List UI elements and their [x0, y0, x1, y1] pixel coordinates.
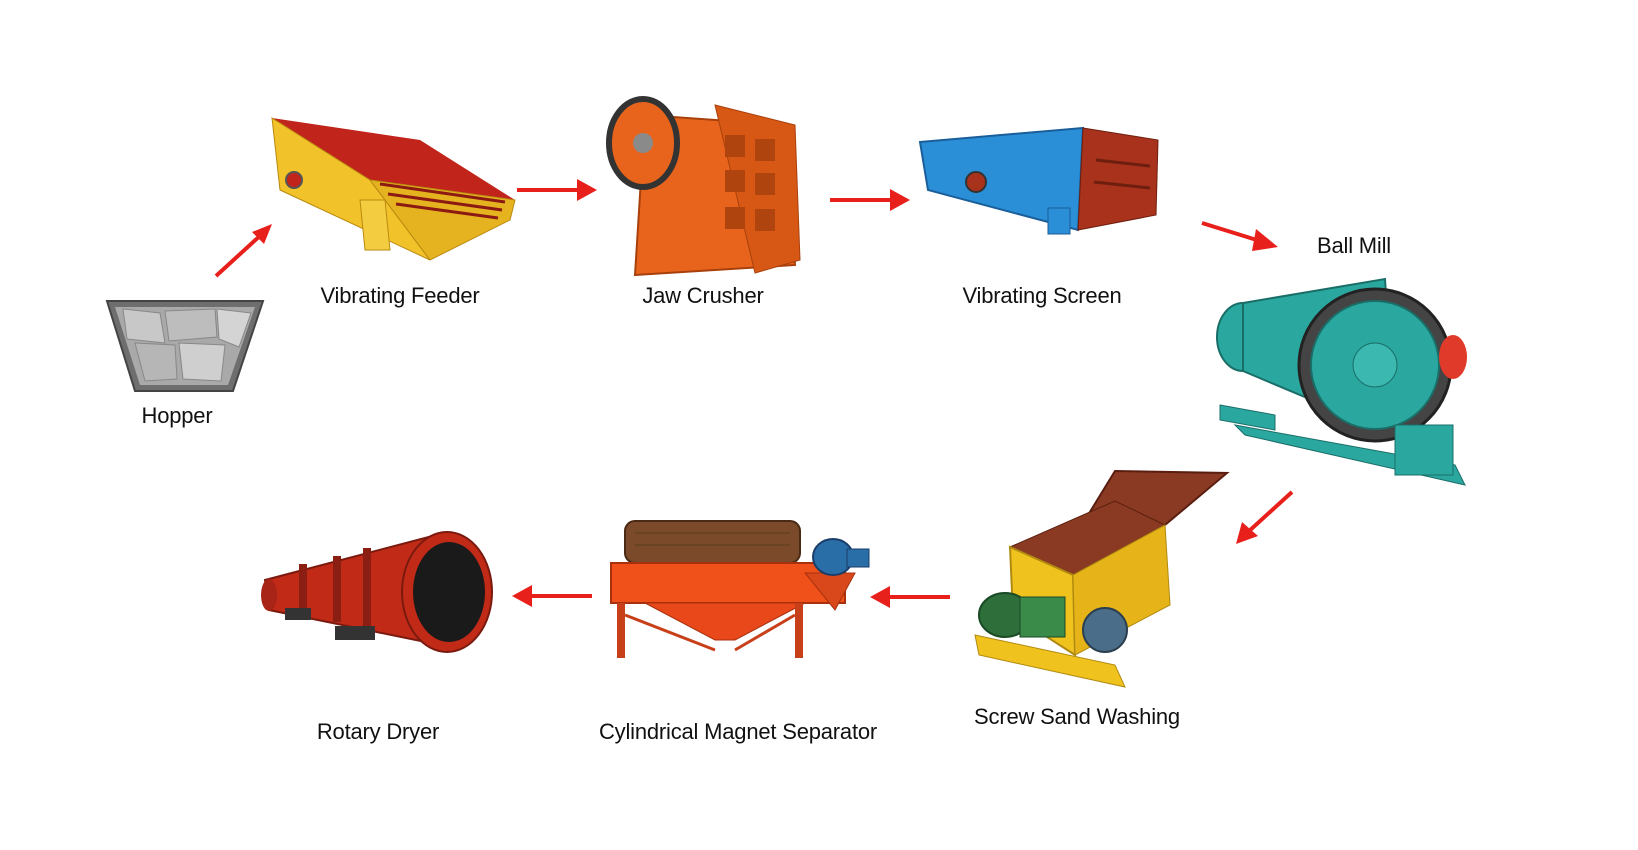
label-vibrating-feeder: Vibrating Feeder: [320, 283, 480, 308]
jaw-crusher-image: [606, 96, 801, 277]
cylindrical-magnet-separator-image: [610, 520, 870, 658]
hopper-image: [105, 300, 265, 392]
label-vibrating-screen: Vibrating Screen: [962, 283, 1122, 308]
arrow-icon: [517, 179, 597, 201]
ball-mill-image: [1216, 277, 1467, 486]
label-rotary-dryer: Rotary Dryer: [316, 719, 440, 744]
rotary-dryer-image: [261, 531, 493, 653]
label-ball-mill: Ball Mill: [1317, 233, 1391, 258]
arrow-icon: [830, 189, 910, 211]
arrow-icon: [1201, 221, 1278, 251]
arrow-icon: [512, 585, 592, 607]
label-screw-sand-washing: Screw Sand Washing: [974, 704, 1180, 729]
arrow-icon: [1236, 490, 1294, 544]
vibrating-feeder-image: [271, 117, 516, 261]
vibrating-screen-image: [918, 126, 1159, 235]
screw-sand-washing-image: [974, 469, 1230, 688]
arrow-icon: [214, 224, 272, 278]
label-hopper: Hopper: [141, 403, 213, 428]
label-cylindrical-magnet-separator: Cylindrical Magnet Separator: [598, 719, 878, 744]
arrow-icon: [870, 586, 950, 608]
label-jaw-crusher: Jaw Crusher: [642, 283, 764, 308]
